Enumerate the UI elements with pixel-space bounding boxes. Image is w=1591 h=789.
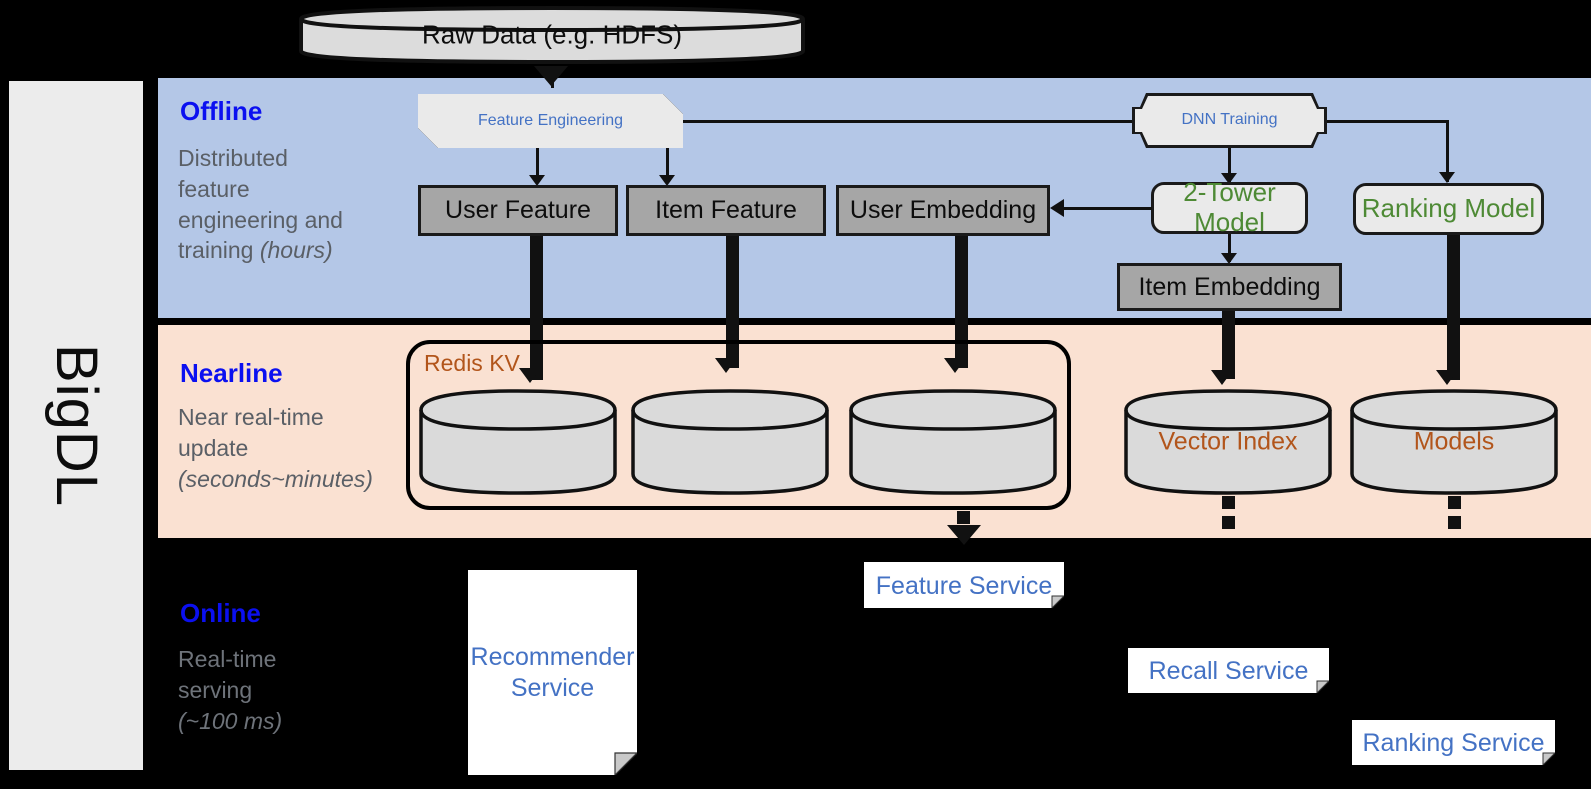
online-sub-l1: Real-time — [178, 646, 277, 672]
offline-sub-l2: feature — [178, 175, 250, 202]
node-feature-service[interactable]: Feature Service — [864, 562, 1064, 608]
connector-itemembedding-vectorindex — [1222, 311, 1235, 379]
connector-userfeature-redis — [530, 236, 543, 380]
band-subtitle-offline: Distributed feature engineering and trai… — [178, 143, 413, 266]
arrowhead-rawdata-fe — [534, 66, 568, 86]
connector-dnn-2tower — [1228, 148, 1231, 182]
node-item-embedding[interactable]: Item Embedding — [1117, 263, 1342, 311]
nearline-sub-l2: update — [178, 434, 249, 461]
platform-label: BigDL — [43, 344, 109, 507]
vector-index-cylinder[interactable]: Vector Index — [1123, 388, 1333, 496]
raw-data-cylinder: Raw Data (e.g. HDFS) — [297, 4, 807, 66]
arrowhead-userembedding-redis — [944, 358, 966, 373]
online-sub-italic: (~100 ms) — [178, 707, 283, 734]
node-user-feature[interactable]: User Feature — [418, 185, 618, 236]
connector-fe-userfeature — [536, 148, 539, 182]
connector-fe-dnn — [683, 120, 1139, 123]
connector-dnn-ranking-v — [1446, 120, 1449, 182]
arrowhead-2tower-userembedding — [1050, 199, 1064, 217]
connector-fe-itemfeature — [666, 148, 669, 182]
node-2-tower-model[interactable]: 2-Tower Model — [1151, 177, 1308, 237]
band-title-nearline: Nearline — [180, 358, 283, 388]
user-embedding-label: User Embedding — [849, 196, 1037, 225]
node-feature-engineering[interactable]: Feature Engineering — [418, 94, 683, 148]
arrowhead-itemfeature-redis — [715, 358, 737, 373]
node-recall-service[interactable]: Recall Service — [1128, 648, 1329, 693]
nearline-sub-l1: Near real-time — [178, 404, 324, 430]
offline-sub-italic: (hours) — [259, 237, 333, 264]
arrowhead-rankingmodel-models — [1436, 370, 1458, 385]
arrowhead-2tower-itemembedding — [1221, 253, 1237, 264]
connector-dnn-ranking-h — [1327, 120, 1449, 123]
feature-engineering-label: Feature Engineering — [478, 111, 623, 129]
connector-userembedding-redis — [955, 236, 968, 368]
arrowhead-redis-featureservice — [947, 525, 981, 545]
redis-kv-label: Redis KV — [424, 350, 520, 376]
item-feature-label: Item Feature — [655, 196, 797, 225]
band-title-online: Online — [180, 598, 261, 628]
band-title-offline: Offline — [180, 96, 263, 126]
dnn-training-label: DNN Training — [1181, 111, 1278, 129]
offline-sub-l1: Distributed — [178, 145, 288, 171]
dash-redis-featureservice — [957, 511, 970, 524]
arrowhead-userfeature-redis — [519, 368, 541, 383]
redis-store-1[interactable] — [418, 388, 618, 496]
nearline-sub-italic: (seconds~minutes) — [178, 465, 373, 492]
node-recommender-service[interactable]: Recommender Service — [468, 570, 637, 775]
redis-store-2[interactable] — [630, 388, 830, 496]
dash-models-2 — [1448, 516, 1461, 529]
offline-sub-l3: engineering and — [178, 206, 343, 233]
node-dnn-training[interactable]: DNN Training — [1132, 93, 1327, 148]
arrowhead-itemembedding-vectorindex — [1211, 370, 1233, 385]
node-ranking-service[interactable]: Ranking Service — [1352, 720, 1555, 765]
arrowhead-fe-itemfeature — [659, 175, 675, 186]
redis-kv-container — [406, 340, 1071, 510]
connector-itemfeature-redis — [726, 236, 739, 368]
models-cylinder[interactable]: Models — [1349, 388, 1559, 496]
redis-store-3[interactable] — [848, 388, 1058, 496]
arrowhead-dnn-ranking — [1439, 172, 1455, 183]
node-user-embedding[interactable]: User Embedding — [836, 185, 1050, 236]
band-divider — [158, 318, 1591, 325]
connector-rankingmodel-models — [1447, 235, 1460, 380]
arrowhead-fe-userfeature — [529, 175, 545, 186]
dash-vectorindex-2 — [1222, 516, 1235, 529]
node-ranking-model[interactable]: Ranking Model — [1353, 183, 1544, 235]
platform-panel: BigDL — [6, 78, 146, 773]
item-embedding-label: Item Embedding — [1138, 272, 1321, 301]
band-subtitle-online: Real-time serving (~100 ms) — [178, 644, 413, 736]
user-feature-label: User Feature — [445, 196, 591, 225]
two-tower-model-label: 2-Tower Model — [1183, 177, 1276, 237]
ranking-model-label: Ranking Model — [1361, 193, 1536, 224]
band-subtitle-nearline: Near real-time update (seconds~minutes) — [178, 402, 413, 494]
connector-2tower-userembedding — [1063, 207, 1152, 210]
node-item-feature[interactable]: Item Feature — [626, 185, 826, 236]
connector-2tower-itemembedding — [1228, 234, 1231, 262]
arrowhead-dnn-2tower — [1221, 173, 1237, 184]
dash-vectorindex-1 — [1222, 496, 1235, 509]
online-sub-l2: serving — [178, 676, 253, 703]
offline-sub-l4: training — [178, 237, 260, 264]
dash-models-1 — [1448, 496, 1461, 509]
